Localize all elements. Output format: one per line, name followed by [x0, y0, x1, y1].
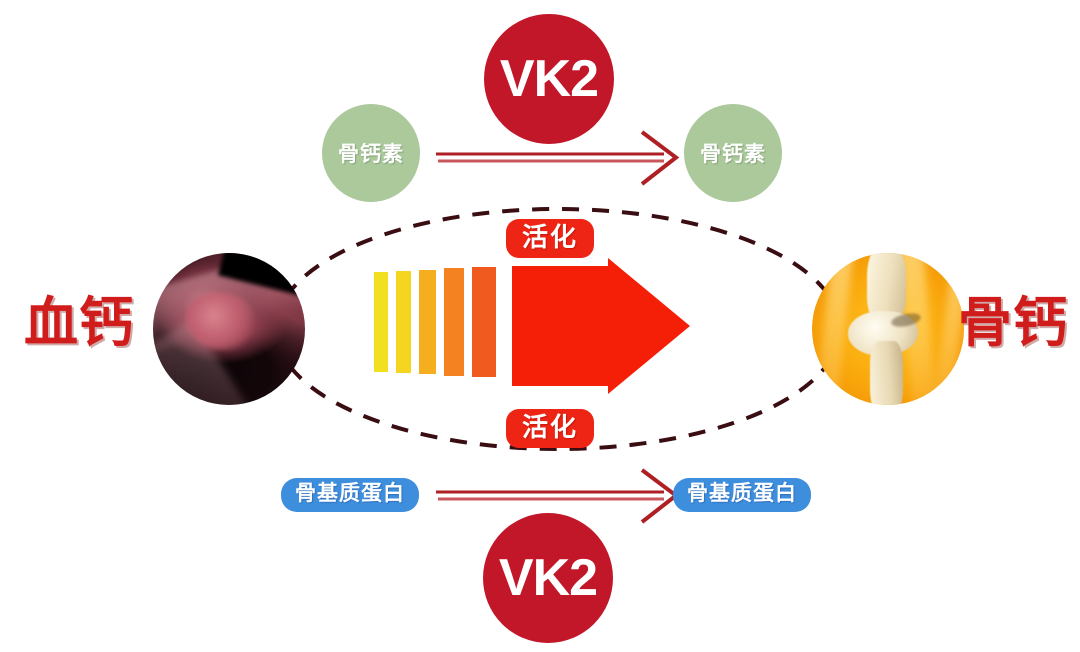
node-osteocalcin-left-label: 骨钙素 [338, 143, 404, 166]
blood-vessel-photo [153, 253, 305, 405]
node-osteocalcin-right: 骨钙素 [684, 104, 782, 202]
calcium-conversion-arrow-icon [374, 258, 690, 394]
badge-activation-bottom: 活化 [506, 409, 595, 448]
catalyst-vk2-bottom-label: VK2 [498, 549, 598, 607]
badge-activation-top: 活化 [506, 219, 595, 258]
bone-joint-photo [812, 253, 964, 405]
node-bone-matrix-protein-right: 骨基质蛋白 [673, 478, 811, 513]
plaque-deposit [186, 292, 257, 351]
label-bone-calcium: 骨钙 [958, 293, 1068, 353]
node-bone-matrix-protein-left: 骨基质蛋白 [281, 478, 419, 513]
label-blood-calcium: 血钙 [24, 293, 134, 353]
tibia-shape [869, 341, 904, 405]
node-osteocalcin-left: 骨钙素 [322, 104, 420, 202]
catalyst-vk2-top-label: VK2 [499, 50, 599, 108]
catalyst-vk2-bottom: VK2 [483, 513, 613, 643]
catalyst-vk2-top: VK2 [484, 14, 614, 144]
node-osteocalcin-right-label: 骨钙素 [700, 143, 766, 166]
